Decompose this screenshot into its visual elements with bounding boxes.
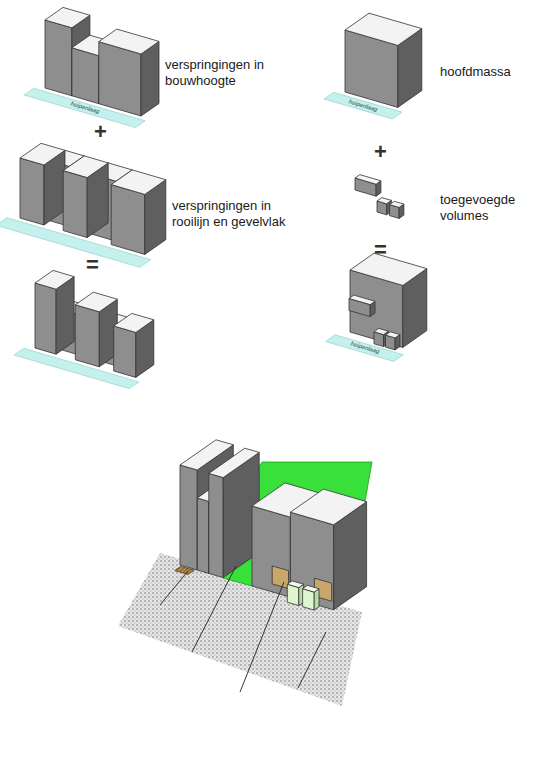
entrance-recess bbox=[272, 566, 288, 589]
leader-line bbox=[160, 571, 188, 605]
building-roof bbox=[99, 29, 159, 54]
building-roof bbox=[209, 448, 259, 477]
operator-sign: + bbox=[374, 141, 387, 163]
building-front bbox=[111, 185, 145, 255]
building-roof bbox=[390, 201, 404, 207]
building-front bbox=[45, 20, 72, 96]
building-front bbox=[209, 473, 223, 577]
annotation-label: verspringingen in bouwhoogte bbox=[165, 57, 290, 89]
building-front bbox=[75, 305, 99, 367]
building-roof bbox=[386, 332, 400, 338]
building-roof bbox=[111, 170, 166, 195]
building-front bbox=[35, 283, 56, 354]
building-roof bbox=[374, 328, 388, 334]
building-side bbox=[56, 277, 74, 355]
building-roof bbox=[114, 313, 154, 332]
operator-sign: = bbox=[86, 254, 99, 276]
building-roof bbox=[303, 585, 319, 592]
building-front bbox=[63, 171, 87, 238]
building-roof bbox=[377, 198, 391, 204]
building-roof bbox=[290, 489, 366, 525]
annotation-label: toegevoegde volumes bbox=[440, 192, 535, 224]
building-roof bbox=[345, 13, 422, 45]
operator-sign: = bbox=[374, 239, 387, 261]
building-roof bbox=[349, 295, 375, 305]
building-front bbox=[114, 326, 136, 377]
street-strip bbox=[326, 335, 404, 362]
leader-line bbox=[192, 566, 236, 652]
street-label: heipenlaag bbox=[350, 341, 380, 356]
building-front bbox=[20, 158, 44, 225]
building-front bbox=[99, 42, 141, 116]
building-roof bbox=[287, 581, 303, 588]
building-roof bbox=[20, 143, 65, 165]
street-label: heipenlaag bbox=[348, 98, 378, 113]
leader-line bbox=[298, 632, 326, 688]
building-roof bbox=[63, 156, 108, 178]
operator-sign: + bbox=[94, 121, 107, 143]
building-front bbox=[197, 498, 209, 573]
street-label: heipenlaag bbox=[70, 100, 100, 115]
building-roof bbox=[45, 7, 90, 27]
building-roof bbox=[350, 253, 427, 285]
building-roof bbox=[355, 175, 381, 185]
building-front bbox=[180, 465, 197, 570]
annotation-label: hoofdmassa bbox=[440, 64, 535, 80]
building-roof bbox=[75, 292, 117, 312]
leader-line bbox=[240, 582, 284, 692]
annotation-label: verspringingen in rooilijn en gevelvlak bbox=[172, 198, 297, 230]
building-front bbox=[72, 48, 99, 104]
building-roof bbox=[35, 270, 74, 289]
building-front bbox=[252, 506, 290, 597]
